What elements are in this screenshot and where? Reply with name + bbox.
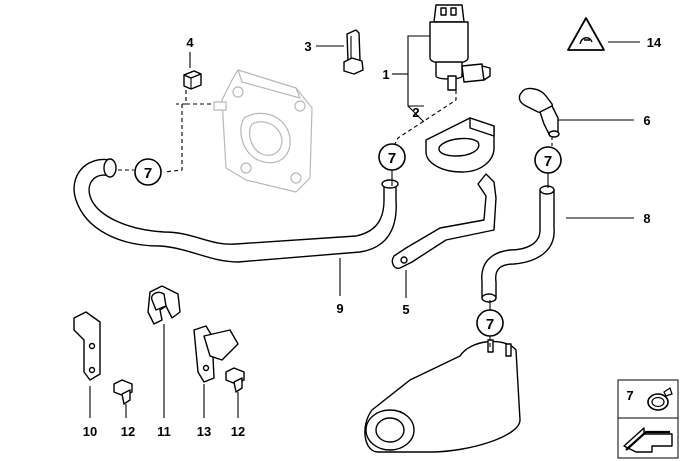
screw-part-12-left[interactable]	[113, 379, 133, 405]
svg-text:7: 7	[388, 150, 396, 167]
svg-text:7: 7	[486, 316, 494, 333]
connector-part-3[interactable]	[343, 29, 364, 75]
holder-part-2[interactable]	[425, 117, 495, 173]
svg-text:7: 7	[544, 153, 552, 170]
throttle-body	[213, 69, 313, 193]
bracket-part-5[interactable]	[391, 173, 497, 269]
callout-1[interactable]: 1	[382, 67, 389, 82]
callout-12-left[interactable]: 12	[121, 424, 135, 439]
callout-3[interactable]: 3	[304, 39, 311, 54]
callout-7-right[interactable]: 7	[534, 146, 562, 174]
arrow-icon	[623, 427, 673, 453]
callout-5[interactable]: 5	[402, 302, 409, 317]
callout-4[interactable]: 4	[186, 35, 194, 50]
cap-part-4[interactable]	[183, 70, 202, 90]
svg-text:7: 7	[144, 165, 152, 182]
hose-clamp-icon	[647, 387, 673, 411]
callout-10[interactable]: 10	[83, 424, 97, 439]
leader-lines	[89, 35, 640, 418]
callout-9[interactable]: 9	[336, 301, 343, 316]
callout-7-center[interactable]: 7	[378, 143, 406, 171]
inset-callout-7[interactable]: 7	[626, 388, 633, 403]
callout-14[interactable]: 14	[647, 35, 662, 50]
inset-box: 7	[617, 379, 679, 459]
callout-7-bottom[interactable]: 7	[476, 309, 504, 337]
dashed-assembly-lines	[118, 90, 553, 350]
clip-part-11[interactable]	[147, 285, 181, 325]
angle-connector-part-6[interactable]	[518, 87, 560, 138]
screw-part-12-right[interactable]	[225, 367, 245, 393]
callout-6[interactable]: 6	[643, 113, 650, 128]
callout-13[interactable]: 13	[197, 424, 211, 439]
callout-7-left[interactable]: 7	[134, 158, 162, 186]
bracket-part-13[interactable]	[193, 325, 239, 383]
canister	[364, 339, 521, 453]
pump-part-1[interactable]	[429, 4, 491, 91]
hose-part-8[interactable]	[481, 185, 555, 303]
callout-2[interactable]: 2	[412, 105, 419, 120]
hose-part-9[interactable]	[73, 158, 399, 263]
callout-11[interactable]: 11	[157, 424, 171, 439]
bracket-part-10[interactable]	[73, 311, 101, 381]
callout-12-right[interactable]: 12	[231, 424, 245, 439]
warning-triangle-icon	[567, 17, 605, 51]
callout-8[interactable]: 8	[643, 211, 650, 226]
